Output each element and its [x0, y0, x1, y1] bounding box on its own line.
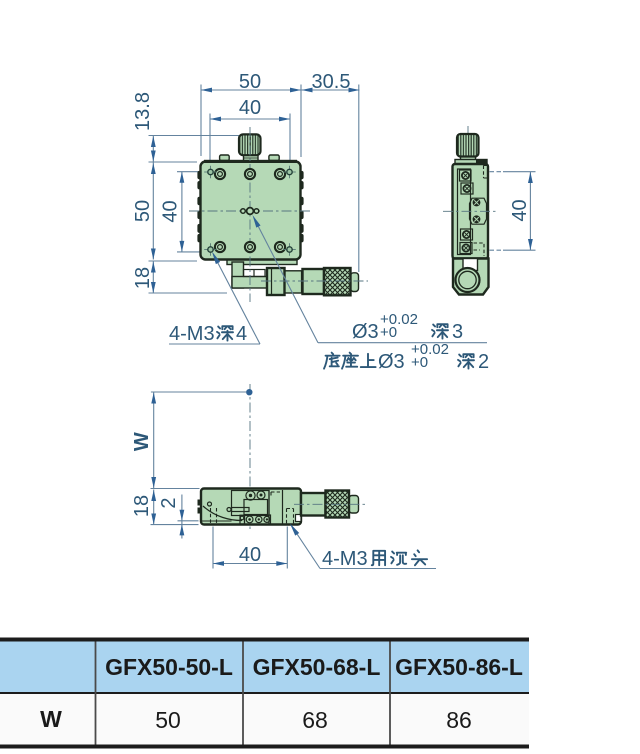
svg-text:13.8: 13.8 — [132, 92, 154, 131]
svg-text:4: 4 — [236, 323, 247, 345]
svg-text:GFX50-86-L: GFX50-86-L — [395, 654, 523, 680]
svg-text:30.5: 30.5 — [312, 71, 351, 93]
svg-text:2: 2 — [478, 351, 489, 373]
svg-text:4-M3: 4-M3 — [322, 548, 368, 570]
svg-text:40: 40 — [239, 97, 261, 119]
svg-text:2: 2 — [158, 497, 180, 508]
svg-text:50: 50 — [239, 71, 261, 93]
svg-text:40: 40 — [160, 200, 182, 222]
svg-text:3: 3 — [452, 321, 463, 343]
svg-text:+0: +0 — [380, 324, 397, 341]
svg-text:GFX50-50-L: GFX50-50-L — [105, 654, 233, 680]
svg-text:18: 18 — [132, 267, 154, 289]
svg-text:68: 68 — [302, 707, 328, 733]
svg-text:18: 18 — [131, 495, 153, 517]
svg-text:+0.02: +0.02 — [380, 311, 418, 328]
svg-text:GFX50-68-L: GFX50-68-L — [253, 654, 381, 680]
svg-text:Ø3: Ø3 — [378, 351, 405, 373]
svg-text:Ø3: Ø3 — [352, 321, 379, 343]
svg-text:+0.02: +0.02 — [411, 341, 449, 358]
svg-text:50: 50 — [132, 200, 154, 222]
svg-text:40: 40 — [509, 199, 531, 221]
svg-text:50: 50 — [155, 707, 181, 733]
svg-text:86: 86 — [446, 707, 472, 733]
svg-text:W: W — [131, 432, 153, 451]
svg-text:+0: +0 — [411, 354, 428, 371]
svg-text:4-M3: 4-M3 — [169, 323, 215, 345]
svg-text:40: 40 — [239, 544, 261, 566]
svg-text:W: W — [40, 706, 62, 732]
